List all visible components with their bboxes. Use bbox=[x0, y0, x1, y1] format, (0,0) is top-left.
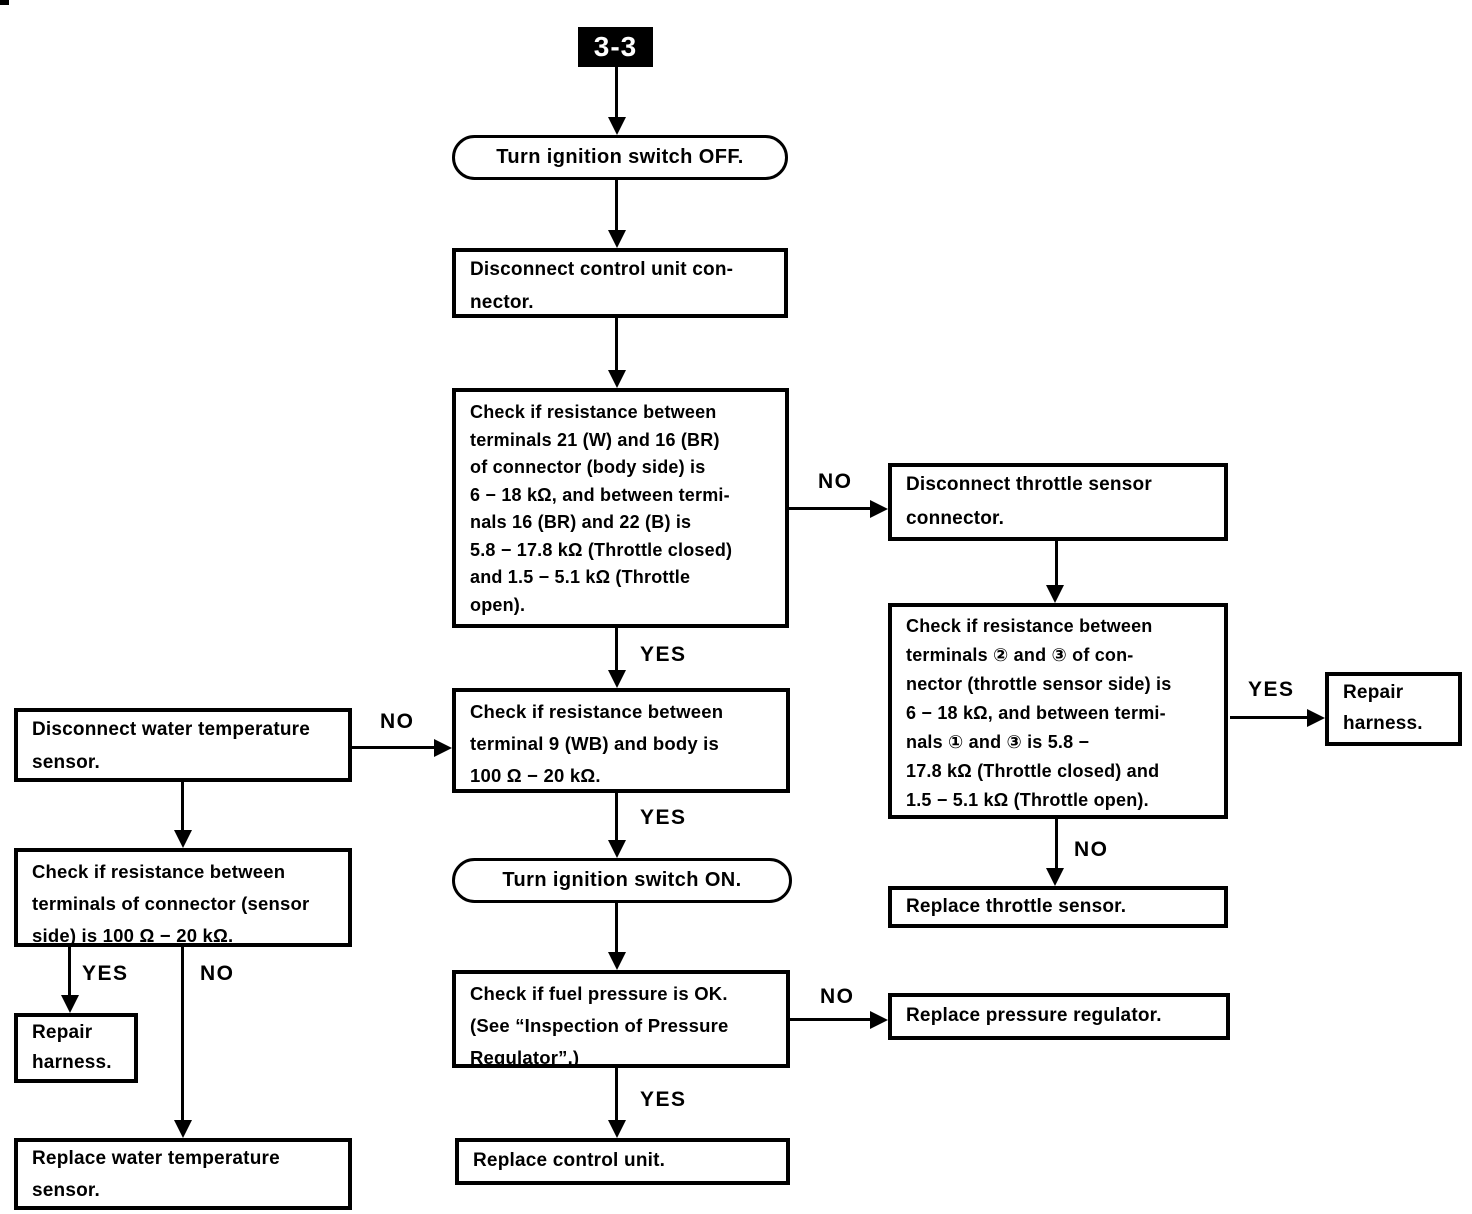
connector-disconnect-to-check1 bbox=[615, 318, 618, 375]
connector-check2-yes bbox=[1230, 716, 1310, 719]
arrowhead-right-icon bbox=[870, 500, 888, 518]
arrowhead-right-icon bbox=[434, 739, 452, 757]
node-disconnect-throttle-sensor: Disconnect throttle sensor connector. bbox=[888, 463, 1228, 541]
arrowhead-down-icon bbox=[608, 230, 626, 248]
connector-off-to-disconnect bbox=[615, 180, 618, 235]
connector-checksensor-yes bbox=[68, 947, 71, 1000]
node-replace-water-temp-sensor: Replace water temperature sensor. bbox=[14, 1138, 352, 1210]
arrowhead-down-icon bbox=[608, 840, 626, 858]
connector-check1-yes bbox=[615, 628, 618, 675]
edge-label-yes: YES bbox=[640, 1088, 687, 1111]
node-check-body-side-resistance: Check if resistance between terminals 21… bbox=[452, 388, 789, 628]
node-replace-throttle-sensor: Replace throttle sensor. bbox=[888, 886, 1228, 928]
connector-fuel-no bbox=[789, 1018, 873, 1021]
edge-label-yes: YES bbox=[640, 643, 687, 666]
arrowhead-down-icon bbox=[1046, 868, 1064, 886]
node-disconnect-water-temp-sensor: Disconnect water temperature sensor. bbox=[14, 708, 352, 782]
arrowhead-down-icon bbox=[61, 995, 79, 1013]
connector-term9-yes bbox=[615, 793, 618, 845]
arrowhead-down-icon bbox=[608, 117, 626, 135]
scan-corner-mark bbox=[0, 0, 9, 5]
arrowhead-down-icon bbox=[608, 670, 626, 688]
arrowhead-down-icon bbox=[608, 370, 626, 388]
arrowhead-down-icon bbox=[174, 830, 192, 848]
edge-label-no: NO bbox=[380, 710, 415, 733]
edge-label-yes: YES bbox=[1248, 678, 1295, 701]
connector-checksensor-no bbox=[181, 947, 184, 1125]
node-replace-control-unit: Replace control unit. bbox=[455, 1138, 790, 1185]
connector-water-no bbox=[352, 746, 437, 749]
connector-check1-no bbox=[789, 507, 873, 510]
arrowhead-right-icon bbox=[870, 1011, 888, 1029]
connector-tab-to-off bbox=[615, 67, 618, 122]
arrowhead-right-icon bbox=[1307, 709, 1325, 727]
edge-label-yes: YES bbox=[640, 806, 687, 829]
node-check-fuel-pressure: Check if fuel pressure is OK. (See “Insp… bbox=[452, 970, 790, 1068]
connector-on-to-fuel bbox=[615, 903, 618, 957]
node-replace-pressure-regulator: Replace pressure regulator. bbox=[888, 993, 1230, 1040]
node-turn-ignition-on: Turn ignition switch ON. bbox=[452, 858, 792, 903]
node-repair-harness-left: Repair harness. bbox=[14, 1013, 138, 1083]
node-check-terminal-9: Check if resistance between terminal 9 (… bbox=[452, 688, 790, 793]
arrowhead-down-icon bbox=[608, 1120, 626, 1138]
node-check-throttle-sensor-resistance: Check if resistance between terminals ② … bbox=[888, 603, 1228, 819]
node-disconnect-control-unit: Disconnect control unit con- nector. bbox=[452, 248, 788, 318]
node-turn-ignition-off: Turn ignition switch OFF. bbox=[452, 135, 788, 180]
edge-label-no: NO bbox=[818, 470, 853, 493]
edge-label-no: NO bbox=[820, 985, 855, 1008]
connector-check2-no bbox=[1055, 819, 1058, 871]
node-repair-harness-right: Repair harness. bbox=[1325, 672, 1462, 746]
connector-fuel-yes bbox=[615, 1068, 618, 1125]
page-number-tab: 3-3 bbox=[578, 27, 653, 67]
connector-throttle-to-check2 bbox=[1055, 541, 1058, 591]
arrowhead-down-icon bbox=[174, 1120, 192, 1138]
arrowhead-down-icon bbox=[608, 952, 626, 970]
arrowhead-down-icon bbox=[1046, 585, 1064, 603]
node-check-sensor-side-resistance: Check if resistance between terminals of… bbox=[14, 848, 352, 947]
edge-label-no: NO bbox=[200, 962, 235, 985]
edge-label-yes: YES bbox=[82, 962, 129, 985]
edge-label-no: NO bbox=[1074, 838, 1109, 861]
connector-water-to-checksensor bbox=[181, 782, 184, 835]
